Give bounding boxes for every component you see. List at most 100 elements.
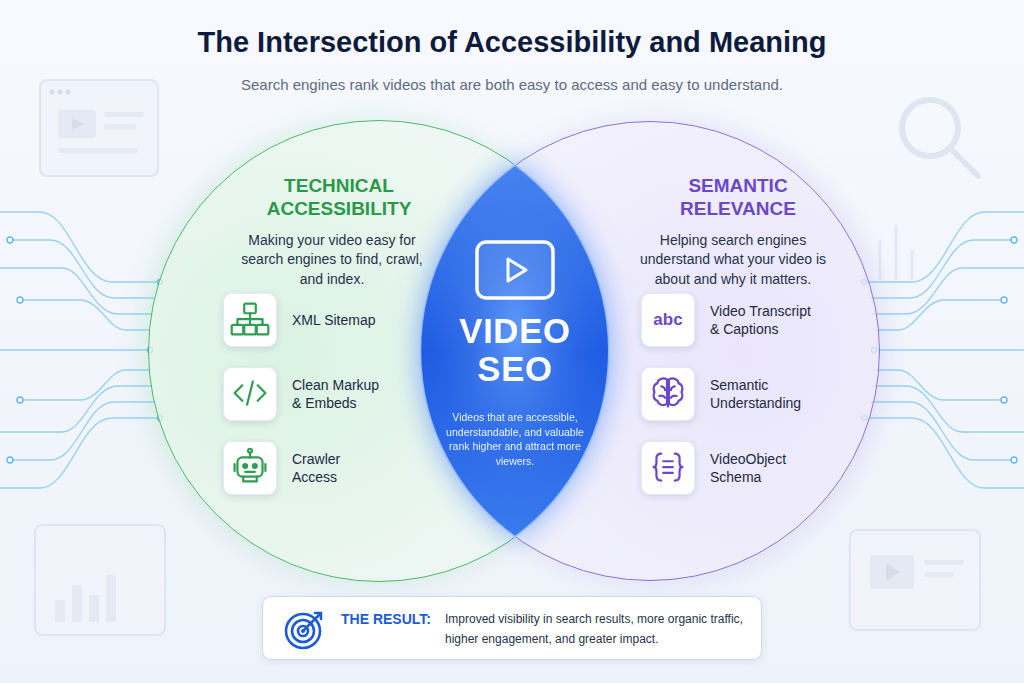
circle-heading: SEMANTIC RELEVANCE bbox=[648, 175, 828, 221]
decor-g bbox=[232, 304, 269, 335]
decor-rect bbox=[40, 80, 158, 176]
decor-path bbox=[872, 268, 1024, 314]
decor-rect bbox=[237, 457, 262, 476]
intersection-lens: VIDEO SEO Videos that are accessible, und… bbox=[420, 164, 610, 538]
decor-g bbox=[654, 378, 683, 406]
icon-tile: XML Sitemap bbox=[223, 293, 277, 347]
decor-rect bbox=[924, 572, 954, 577]
decor-g bbox=[35, 80, 980, 635]
decor-svg bbox=[642, 368, 694, 420]
decor-path bbox=[880, 225, 912, 280]
decor-circle bbox=[1011, 237, 1017, 243]
decor-circle bbox=[50, 90, 55, 95]
item-label: Crawler Access bbox=[292, 450, 354, 487]
item-label: VideoObject Schema bbox=[710, 450, 798, 487]
icon-glyph: abc bbox=[642, 294, 694, 346]
icon-tile: Crawler Access bbox=[223, 441, 277, 495]
decor-path bbox=[874, 300, 1004, 330]
decor-svg bbox=[642, 442, 694, 494]
item-label: Clean Markup & Embeds bbox=[292, 376, 384, 413]
decor-rect bbox=[924, 560, 964, 565]
decor-circle bbox=[248, 449, 252, 453]
decor-circle bbox=[7, 237, 13, 243]
decor-rect bbox=[870, 555, 914, 589]
decor-circle bbox=[58, 90, 63, 95]
decor-path bbox=[950, 148, 978, 176]
circle-heading: TECHNICAL ACCESSIBILITY bbox=[241, 175, 437, 221]
decor-circle bbox=[66, 90, 71, 95]
decor-rect bbox=[58, 110, 96, 138]
decor-path bbox=[0, 268, 152, 314]
decor-path bbox=[508, 259, 526, 281]
decor-rect bbox=[58, 148, 138, 153]
result-heading: THE RESULT: bbox=[341, 609, 441, 629]
decor-rect bbox=[89, 595, 99, 622]
decor-svg bbox=[224, 442, 276, 494]
decor-g bbox=[55, 110, 964, 622]
decor-rect bbox=[72, 585, 82, 622]
decor-g bbox=[50, 90, 901, 582]
decor-path bbox=[10, 402, 154, 460]
item-label: XML Sitemap bbox=[292, 311, 402, 329]
decor-path bbox=[886, 563, 900, 581]
decor-path bbox=[870, 240, 1014, 298]
decor-path bbox=[0, 418, 160, 488]
decor-rect bbox=[106, 575, 116, 622]
decor-circle bbox=[243, 464, 247, 468]
decor-rect bbox=[104, 112, 144, 117]
item-label: Video Transcript & Captions bbox=[710, 302, 818, 339]
center-description: Videos that are accessible, understandab… bbox=[445, 410, 585, 469]
decor-rect bbox=[55, 600, 65, 622]
decor-path bbox=[659, 380, 676, 407]
decor-rect bbox=[257, 325, 269, 335]
decor-path bbox=[0, 212, 160, 282]
decor-path bbox=[874, 370, 1004, 400]
decor-path bbox=[10, 240, 154, 298]
result-box: THE RESULT:Improved visibility in search… bbox=[262, 596, 762, 660]
item-label: Semantic Understanding bbox=[710, 376, 808, 413]
decor-g bbox=[235, 381, 266, 404]
decor-path bbox=[72, 118, 84, 130]
decor-svg bbox=[224, 294, 276, 346]
decor-circle bbox=[286, 614, 320, 648]
decor-g bbox=[902, 100, 978, 176]
decor-rect bbox=[244, 304, 256, 314]
decor-path bbox=[20, 300, 150, 330]
decor-circle bbox=[1011, 457, 1017, 463]
decor-g bbox=[654, 454, 683, 481]
center-heading: VIDEO SEO bbox=[440, 312, 590, 388]
decor-path bbox=[237, 313, 262, 325]
circle-description: Making your video easy for search engine… bbox=[234, 231, 430, 289]
decor-path bbox=[874, 349, 1024, 350]
decor-rect bbox=[232, 325, 244, 335]
page-subtitle: Search engines rank videos that are both… bbox=[0, 76, 1024, 93]
decor-path bbox=[20, 370, 150, 400]
decor-path bbox=[870, 402, 1014, 460]
decor-circle bbox=[17, 397, 23, 403]
decor-path bbox=[654, 378, 667, 405]
icon-tile: VideoObject Schema bbox=[641, 441, 695, 495]
decor-path bbox=[303, 613, 321, 631]
decor-rect bbox=[477, 242, 553, 298]
decor-path bbox=[864, 418, 1024, 488]
decor-rect bbox=[35, 525, 165, 635]
decor-path bbox=[235, 381, 266, 404]
decor-path bbox=[235, 464, 266, 481]
decor-circle bbox=[253, 464, 257, 468]
page-title: The Intersection of Accessibility and Me… bbox=[0, 26, 1024, 59]
circle-description: Helping search engines understand what y… bbox=[633, 231, 833, 289]
decor-circle bbox=[7, 457, 13, 463]
decor-path bbox=[872, 386, 1024, 432]
decor-circle bbox=[1001, 297, 1007, 303]
decor-rect bbox=[244, 325, 256, 335]
decor-path bbox=[0, 349, 150, 350]
decor-rect bbox=[104, 124, 136, 129]
decor-g bbox=[880, 225, 912, 280]
decor-circle bbox=[1001, 397, 1007, 403]
decor-svg bbox=[475, 240, 555, 300]
result-text: Improved visibility in search results, m… bbox=[445, 609, 755, 649]
decor-svg bbox=[283, 607, 327, 651]
decor-path bbox=[0, 386, 152, 432]
decor-rect bbox=[850, 530, 980, 630]
